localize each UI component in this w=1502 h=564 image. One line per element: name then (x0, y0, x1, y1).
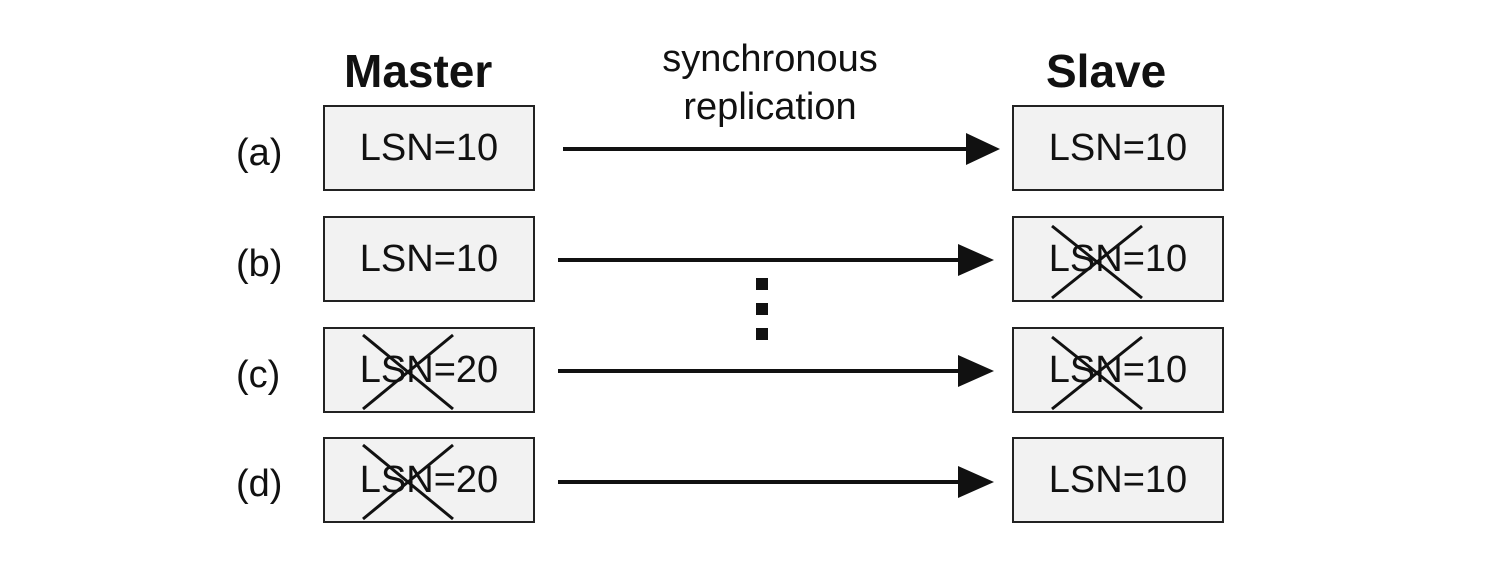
row-label-b: (b) (236, 243, 283, 285)
master-box-a: LSN=10 (323, 105, 535, 191)
ellipsis-dot (756, 278, 768, 290)
slave-lsn-d: LSN=10 (1048, 458, 1188, 501)
ellipsis-dot (756, 303, 768, 315)
arrowhead-icon (958, 466, 994, 498)
replication-label-line-1: synchronous (662, 38, 878, 80)
ellipsis-dot (756, 328, 768, 340)
slave-header: Slave (1046, 45, 1167, 97)
row-label-c: (c) (236, 354, 281, 396)
slave-box-a: LSN=10 (1012, 105, 1224, 191)
slave-box-b: LSN=10 (1012, 216, 1224, 302)
master-header: Master (344, 45, 493, 97)
slave-lsn-a: LSN=10 (1048, 126, 1188, 169)
slave-box-c: LSN=10 (1012, 327, 1224, 413)
master-box-b: LSN=10 (323, 216, 535, 302)
master-lsn-a: LSN=10 (359, 126, 499, 169)
arrowhead-icon (958, 355, 994, 387)
arrowhead-icon (966, 133, 1000, 165)
slave-box-d: LSN=10 (1012, 437, 1224, 523)
row-label-a: (a) (236, 132, 283, 174)
arrowhead-icon (958, 244, 994, 276)
master-lsn-b: LSN=10 (359, 237, 499, 280)
row-label-d: (d) (236, 463, 283, 505)
replication-label-line-2: replication (683, 85, 857, 128)
replication-label: synchronous replication (580, 36, 960, 131)
